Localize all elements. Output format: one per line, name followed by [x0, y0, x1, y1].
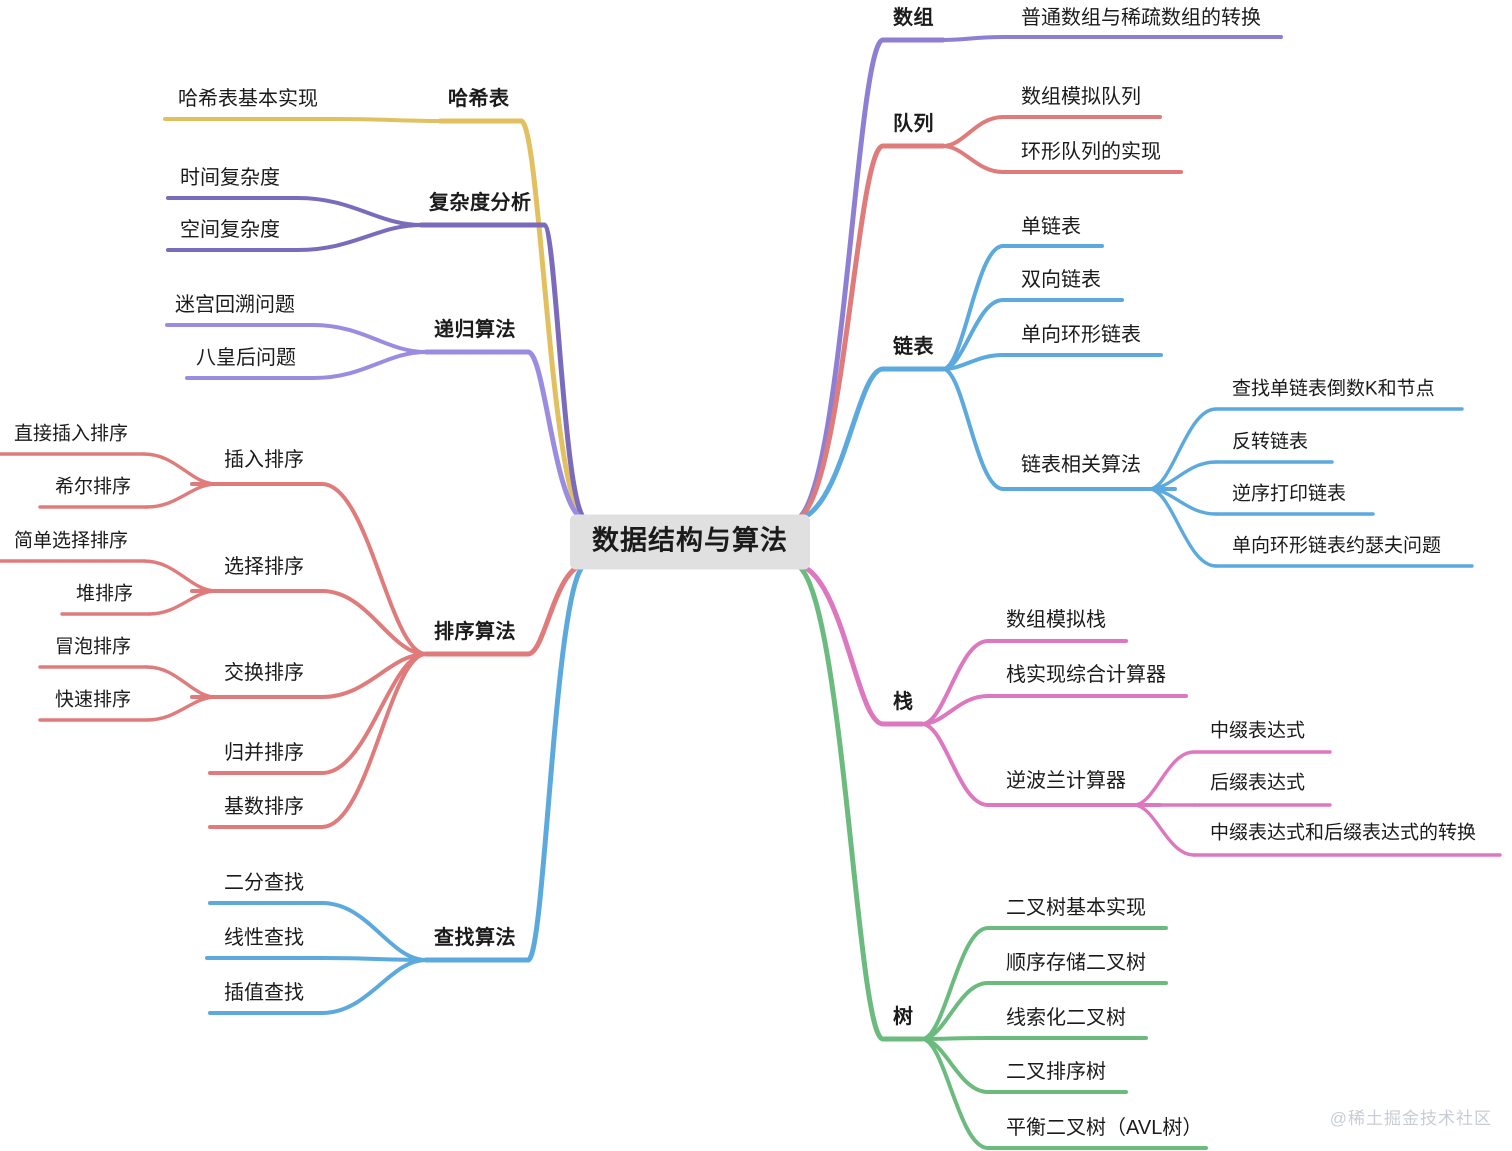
- node-linkedlist-0[interactable]: 单链表: [1021, 216, 1081, 238]
- branch-edge: [145, 695, 218, 722]
- branch-edge: [320, 589, 428, 656]
- branch-label-array[interactable]: 数组: [893, 7, 934, 29]
- branch-edge: [142, 452, 218, 486]
- branch-edge: [147, 589, 218, 616]
- node-sorting-1-1[interactable]: 堆排序: [76, 583, 134, 605]
- watermark: @稀土掘金技术社区: [1329, 1109, 1492, 1128]
- node-searching-0[interactable]: 二分查找: [224, 872, 304, 894]
- branch-edge: [145, 665, 218, 699]
- node-sorting-1-0[interactable]: 简单选择排序: [14, 530, 129, 552]
- node-array-0[interactable]: 普通数组与稀疏数组的转换: [1021, 7, 1261, 29]
- branch-edge: [320, 652, 428, 829]
- branch-edge: [941, 353, 1005, 371]
- node-queue-0[interactable]: 数组模拟队列: [1021, 86, 1141, 108]
- branch-edge: [790, 37, 886, 523]
- branch-label-sorting[interactable]: 排序算法: [434, 621, 516, 643]
- branch-label-stack[interactable]: 栈: [893, 691, 914, 713]
- branch-edge: [320, 652, 428, 699]
- branch-label-hashtable[interactable]: 哈希表: [448, 88, 510, 110]
- branch-edge: [541, 222, 590, 523]
- node-linkedlist-3-1[interactable]: 反转链表: [1232, 431, 1309, 453]
- branch-label-complexity[interactable]: 复杂度分析: [429, 192, 532, 214]
- branch-edge: [1147, 407, 1218, 491]
- branch-edge: [920, 639, 990, 726]
- node-tree-1[interactable]: 顺序存储二叉树: [1006, 952, 1146, 974]
- branch-edge: [334, 117, 442, 123]
- node-stack-2[interactable]: 逆波兰计算器: [1006, 770, 1126, 792]
- node-stack-1[interactable]: 栈实现综合计算器: [1006, 664, 1166, 686]
- node-linkedlist-2[interactable]: 单向环形链表: [1021, 324, 1141, 346]
- branch-label-linkedlist[interactable]: 链表: [893, 336, 934, 358]
- branch-edge: [920, 694, 990, 726]
- node-sorting-0-1[interactable]: 希尔排序: [55, 476, 132, 498]
- node-tree-3[interactable]: 二叉排序树: [1006, 1061, 1106, 1083]
- node-sorting-0[interactable]: 插入排序: [224, 449, 304, 471]
- root-node[interactable]: 数据结构与算法: [570, 514, 810, 570]
- node-sorting-2-0[interactable]: 冒泡排序: [55, 636, 132, 658]
- branch-edge: [296, 196, 423, 227]
- branch-edge: [320, 958, 428, 1015]
- branch-edge: [941, 244, 1005, 371]
- branch-edge: [920, 722, 990, 807]
- branch-edge: [320, 482, 428, 656]
- branch-edge: [525, 349, 590, 523]
- branch-edge: [142, 559, 218, 593]
- node-complexity-1[interactable]: 空间复杂度: [180, 219, 280, 241]
- node-recursion-0[interactable]: 迷宫回溯问题: [175, 294, 295, 316]
- node-complexity-0[interactable]: 时间复杂度: [180, 167, 280, 189]
- branch-edge: [518, 118, 590, 523]
- branch-edge: [145, 482, 218, 509]
- branch-edge: [941, 367, 1005, 491]
- node-linkedlist-3-0[interactable]: 查找单链表倒数K和节点: [1232, 378, 1435, 400]
- branch-label-recursion[interactable]: 递归算法: [434, 319, 516, 341]
- node-sorting-1[interactable]: 选择排序: [224, 556, 304, 578]
- node-recursion-1[interactable]: 八皇后问题: [196, 347, 296, 369]
- branch-edge: [1132, 750, 1196, 807]
- branch-edge: [320, 956, 428, 962]
- node-queue-1[interactable]: 环形队列的实现: [1021, 141, 1161, 163]
- node-linkedlist-3-3[interactable]: 单向环形链表约瑟夫问题: [1232, 535, 1442, 557]
- node-stack-2-1[interactable]: 后缀表达式: [1210, 772, 1306, 794]
- node-sorting-4[interactable]: 基数排序: [224, 796, 304, 818]
- node-linkedlist-1[interactable]: 双向链表: [1021, 269, 1101, 291]
- node-sorting-2[interactable]: 交换排序: [224, 662, 304, 684]
- branch-edge: [1147, 487, 1218, 568]
- branch-edge: [311, 323, 428, 354]
- branch-label-queue[interactable]: 队列: [893, 113, 934, 135]
- node-linkedlist-3-2[interactable]: 逆序打印链表: [1232, 483, 1347, 505]
- branch-edge: [941, 115, 1005, 148]
- branch-edge: [790, 366, 886, 523]
- branch-edge: [920, 926, 990, 1041]
- node-searching-2[interactable]: 插值查找: [224, 982, 304, 1004]
- branch-label-searching[interactable]: 查找算法: [434, 927, 516, 949]
- branch-edge: [312, 350, 428, 380]
- node-stack-2-0[interactable]: 中缀表达式: [1210, 720, 1306, 742]
- node-stack-2-2[interactable]: 中缀表达式和后缀表达式的转换: [1210, 822, 1477, 844]
- node-sorting-3[interactable]: 归并排序: [224, 742, 304, 764]
- node-searching-1[interactable]: 线性查找: [224, 927, 304, 949]
- node-sorting-0-0[interactable]: 直接插入排序: [14, 423, 129, 445]
- branch-edge: [1132, 803, 1196, 857]
- branch-edge: [790, 143, 886, 523]
- branch-edge: [525, 561, 590, 963]
- node-linkedlist-3[interactable]: 链表相关算法: [1021, 454, 1141, 476]
- branch-edge: [920, 1037, 990, 1150]
- node-tree-0[interactable]: 二叉树基本实现: [1006, 897, 1146, 919]
- node-sorting-2-1[interactable]: 快速排序: [55, 689, 132, 711]
- branch-edge: [790, 561, 886, 1042]
- branch-label-tree[interactable]: 树: [893, 1006, 914, 1028]
- node-stack-0[interactable]: 数组模拟栈: [1006, 609, 1106, 631]
- node-hashtable-0[interactable]: 哈希表基本实现: [178, 88, 318, 110]
- node-tree-2[interactable]: 线索化二叉树: [1006, 1007, 1126, 1029]
- branch-edge: [296, 223, 423, 252]
- branch-edge: [790, 561, 886, 727]
- branch-edge: [320, 901, 428, 962]
- node-tree-4[interactable]: 平衡二叉树（AVL树）: [1006, 1117, 1203, 1139]
- branch-edge: [920, 1036, 990, 1041]
- branch-edge: [941, 144, 1005, 174]
- branch-edge: [941, 35, 1005, 42]
